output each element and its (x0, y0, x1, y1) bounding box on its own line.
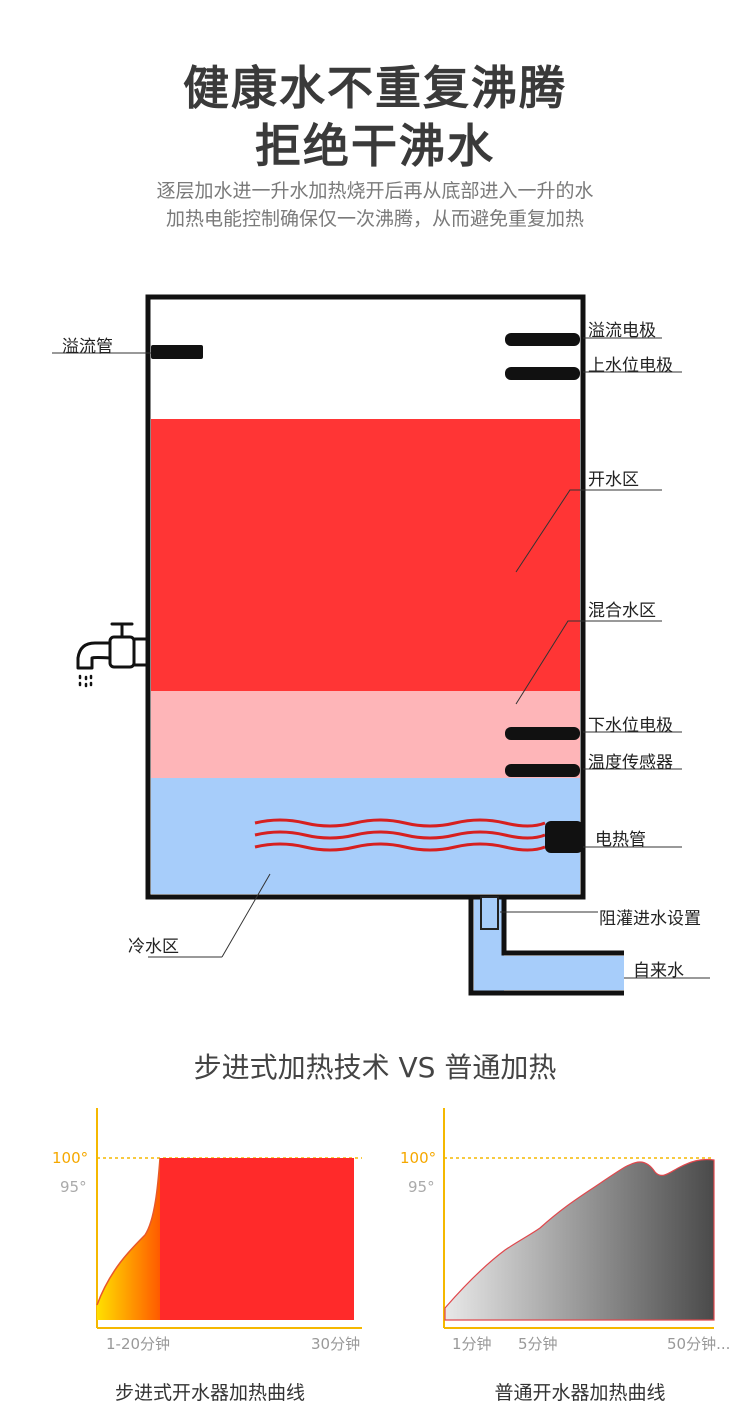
right-chart-y-100: 100° (400, 1149, 437, 1167)
tank-outline (145, 294, 586, 900)
temp-sensor-electrode (505, 764, 580, 777)
stepped-heating-chart (96, 1108, 362, 1329)
left-chart-ramp-edge (96, 1157, 161, 1306)
label-mixed-zone: 混合水区 (588, 601, 656, 621)
description-line-2: 加热电能控制确保仅一次沸腾，从而避免重复加热 (165, 208, 584, 230)
right-chart-heating-curve (444, 1158, 715, 1321)
right-chart-x-1: 1分钟 (452, 1335, 492, 1353)
left-chart-boiling-area (160, 1158, 354, 1320)
label-cold-zone: 冷水区 (128, 937, 179, 957)
right-chart-y-95: 95° (408, 1178, 435, 1196)
label-upper-level-electrode: 上水位电极 (588, 356, 673, 376)
label-heating-tube: 电热管 (595, 830, 646, 850)
heating-tube-connector (545, 821, 583, 853)
anti-backflow-valve (480, 896, 499, 930)
right-chart-x-2: 5分钟 (518, 1335, 558, 1353)
label-tap-water: 自来水 (633, 961, 684, 981)
overflow-electrode (505, 333, 580, 346)
label-lower-level-electrode: 下水位电极 (588, 716, 673, 736)
comparison-title: 步进式加热技术 VS 普通加热 (193, 1051, 557, 1084)
left-chart-caption: 步进式开水器加热曲线 (114, 1382, 305, 1404)
left-chart-heating-ramp (97, 1158, 160, 1320)
heating-coil-3 (254, 842, 546, 852)
inlet-pipe-outline (468, 897, 624, 996)
label-overflow-pipe: 溢流管 (62, 337, 113, 357)
page-subtitle: 拒绝干沸水 (255, 119, 495, 173)
faucet-icon (76, 622, 148, 688)
right-chart-x-3: 50分钟... (667, 1335, 731, 1353)
water-boiler-diagram (52, 294, 710, 996)
heating-coil-2 (254, 830, 546, 840)
description-line-1: 逐层加水进一升水加热烧开后再从底部进入一升的水 (156, 180, 594, 202)
tap-water-pipe-water (504, 956, 624, 990)
normal-heating-chart (443, 1108, 715, 1329)
label-overflow-electrode: 溢流电极 (588, 321, 656, 341)
upper-level-electrode (505, 367, 580, 380)
left-chart-x-end: 30分钟 (311, 1335, 361, 1353)
label-boiling-zone: 开水区 (588, 470, 639, 490)
left-chart-y-95: 95° (60, 1178, 87, 1196)
label-anti-backflow: 阻灌进水设置 (599, 909, 701, 929)
label-temp-sensor: 温度传感器 (588, 753, 673, 773)
left-chart-y-100: 100° (52, 1149, 89, 1167)
page-title: 健康水不重复沸腾 (183, 61, 567, 115)
right-chart-caption: 普通开水器加热曲线 (494, 1382, 666, 1404)
heating-coil-1 (254, 818, 546, 828)
overflow-pipe-stub (151, 345, 203, 359)
boiling-water-zone (151, 419, 580, 691)
lower-level-electrode (505, 727, 580, 740)
left-chart-x-start: 1-20分钟 (106, 1335, 171, 1353)
